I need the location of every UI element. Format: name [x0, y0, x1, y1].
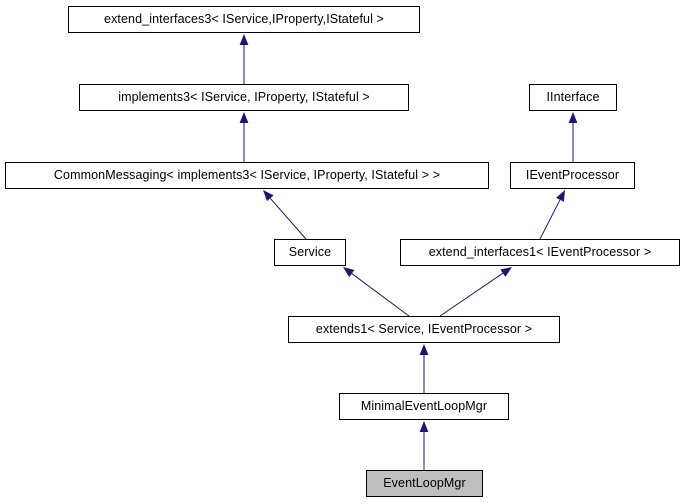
class-node-event_loop_mgr[interactable]: EventLoopMgr [366, 470, 483, 497]
class-node-label: extend_interfaces1< IEventProcessor > [428, 245, 652, 260]
edge-line [269, 197, 307, 240]
inheritance-arrowhead-icon [239, 34, 249, 45]
class-node-label: extends1< Service, IEventProcessor > [315, 322, 533, 337]
inheritance-arrowhead-icon [556, 190, 565, 202]
class-node-label: IEventProcessor [525, 168, 620, 183]
inheritance-arrowhead-icon [500, 267, 512, 277]
class-node-iinterface[interactable]: IInterface [529, 84, 617, 111]
class-node-label: CommonMessaging< implements3< IService, … [53, 168, 441, 183]
class-node-ieventprocessor[interactable]: IEventProcessor [510, 162, 635, 189]
class-node-label: IInterface [546, 90, 600, 105]
class-node-common_messaging[interactable]: CommonMessaging< implements3< IService, … [5, 162, 489, 189]
edge-extend_interfaces1-to-ieventprocessor [539, 190, 565, 240]
class-node-implements3[interactable]: implements3< IService, IProperty, IState… [79, 84, 409, 111]
edge-eventloopmgr-to-minimal [419, 421, 429, 470]
inheritance-arrowhead-icon [343, 267, 355, 278]
class-node-label: Service [288, 245, 332, 260]
inheritance-arrowhead-icon [239, 112, 249, 123]
edge-line [439, 272, 504, 317]
edge-extends1-to-extend_interfaces1 [439, 267, 512, 317]
class-node-service[interactable]: Service [274, 239, 346, 266]
class-node-label: extend_interfaces3< IService,IProperty,I… [104, 12, 384, 27]
edge-ieventprocessor-to-iinterface [568, 112, 578, 162]
class-node-minimal_event_loop_mgr[interactable]: MinimalEventLoopMgr [339, 393, 509, 420]
edge-line [351, 273, 410, 317]
class-node-label: implements3< IService, IProperty, IState… [118, 90, 370, 105]
edge-implements3-to-extend_interfaces3 [239, 34, 249, 84]
class-node-extend_interfaces3[interactable]: extend_interfaces3< IService,IProperty,I… [68, 6, 420, 33]
inheritance-arrowhead-icon [419, 421, 429, 432]
class-node-extends1[interactable]: extends1< Service, IEventProcessor > [288, 316, 560, 343]
edge-line [539, 199, 561, 240]
class-node-extend_interfaces1[interactable]: extend_interfaces1< IEventProcessor > [400, 239, 680, 266]
class-node-label: EventLoopMgr [383, 476, 466, 491]
inheritance-arrowhead-icon [263, 190, 274, 202]
class-node-label: MinimalEventLoopMgr [360, 399, 488, 414]
inheritance-arrowhead-icon [419, 344, 429, 355]
edge-minimal-to-extends1 [419, 344, 429, 393]
edge-extends1-to-service [343, 267, 410, 317]
edge-common_messaging-to-implements3 [239, 112, 249, 162]
edge-service-to-common_messaging [263, 190, 307, 240]
inheritance-arrowhead-icon [568, 112, 578, 123]
